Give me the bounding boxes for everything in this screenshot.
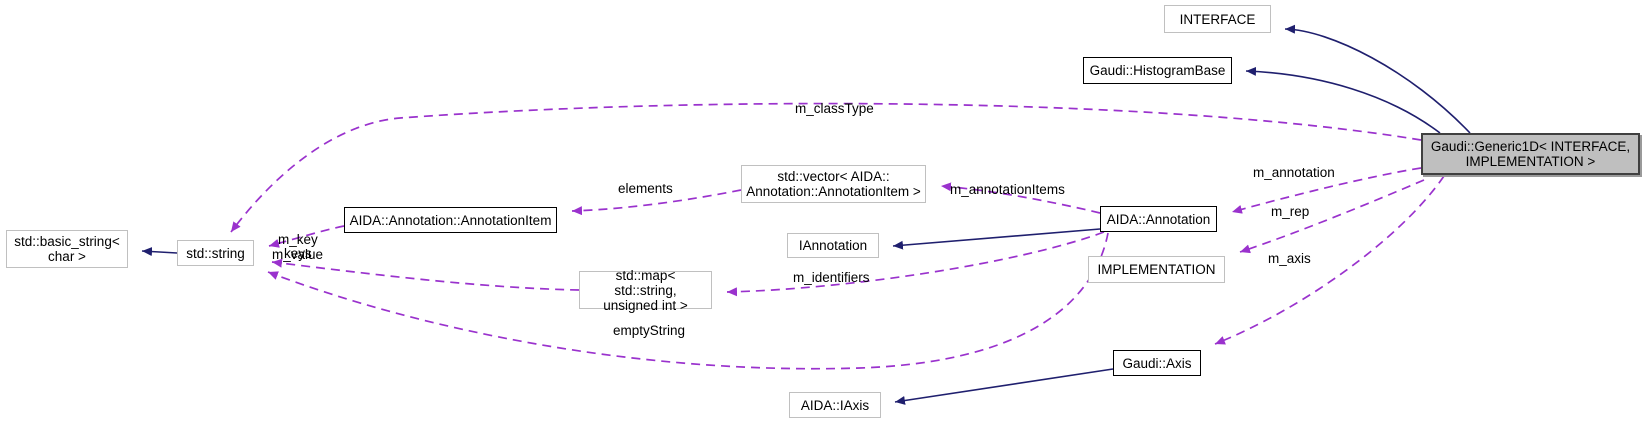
edge-label-m-key: m_key <box>278 232 318 247</box>
node-iannotation[interactable]: IAnnotation <box>787 233 879 258</box>
node-implementation[interactable]: IMPLEMENTATION <box>1088 256 1225 283</box>
edge-label-m-annotationitems: m_annotationItems <box>950 182 1065 197</box>
edge-generic1d-gaudiaxis <box>1214 175 1445 345</box>
edge-generic1d-implementation <box>1239 179 1425 254</box>
node-aida-annotation[interactable]: AIDA::Annotation <box>1100 206 1217 232</box>
edge-annotationitem-stdstring <box>268 225 345 248</box>
edge-map-stdstring <box>271 258 580 291</box>
edge-stdstring-basicstring <box>141 247 178 257</box>
node-std-string[interactable]: std::string <box>177 240 254 266</box>
node-gaudi-generic1d[interactable]: Gaudi::Generic1D< INTERFACE, IMPLEMENTAT… <box>1421 133 1640 175</box>
edge-label-keys: keys <box>284 246 312 261</box>
edge-generic1d-histogrambase <box>1245 66 1441 134</box>
node-interface[interactable]: INTERFACE <box>1164 5 1271 33</box>
edge-generic1d-stdstring <box>230 102 1422 233</box>
edge-annotation-iannotation <box>892 228 1101 250</box>
node-gaudi-axis[interactable]: Gaudi::Axis <box>1113 350 1201 376</box>
edge-label-m-axis: m_axis <box>1268 251 1311 266</box>
edge-label-m-annotation: m_annotation <box>1253 165 1335 180</box>
edge-annotation-vector <box>940 182 1101 214</box>
usage-edges: std::string --> AIDA::Annotation --> IMP… <box>230 102 1445 370</box>
node-aida-annotation-annotationitem[interactable]: AIDA::Annotation::AnnotationItem <box>344 207 557 233</box>
edge-label-emptystring: emptyString <box>613 323 686 338</box>
node-aida-iaxis[interactable]: AIDA::IAxis <box>789 392 881 418</box>
inheritance-edges <box>141 24 1471 405</box>
node-std-basic-string[interactable]: std::basic_string< char > <box>6 230 128 268</box>
edge-label-elements: elements <box>618 181 673 196</box>
edge-label-m-rep: m_rep <box>1271 204 1310 219</box>
edge-label-m-identifiers: m_identifiers <box>793 270 870 285</box>
node-std-map-string-uint[interactable]: std::map< std::string, unsigned int > <box>579 268 712 313</box>
edge-vector-annotationitem <box>571 189 742 216</box>
edge-label-m-value: m_value <box>272 247 324 262</box>
node-gaudi-histogrambase[interactable]: Gaudi::HistogramBase <box>1083 57 1232 84</box>
edge-label-m-classtype: m_classType <box>795 101 874 116</box>
edge-generic1d-annotation <box>1231 167 1422 214</box>
edge-annotation-map <box>726 231 1105 297</box>
node-std-vector-annotationitem[interactable]: std::vector< AIDA:: Annotation::Annotati… <box>741 165 926 203</box>
edge-gaudiaxis-aidaiaxis <box>894 368 1114 405</box>
edge-generic1d-interface <box>1284 24 1471 134</box>
edge-annotation-stdstring-emptystring <box>267 232 1109 370</box>
